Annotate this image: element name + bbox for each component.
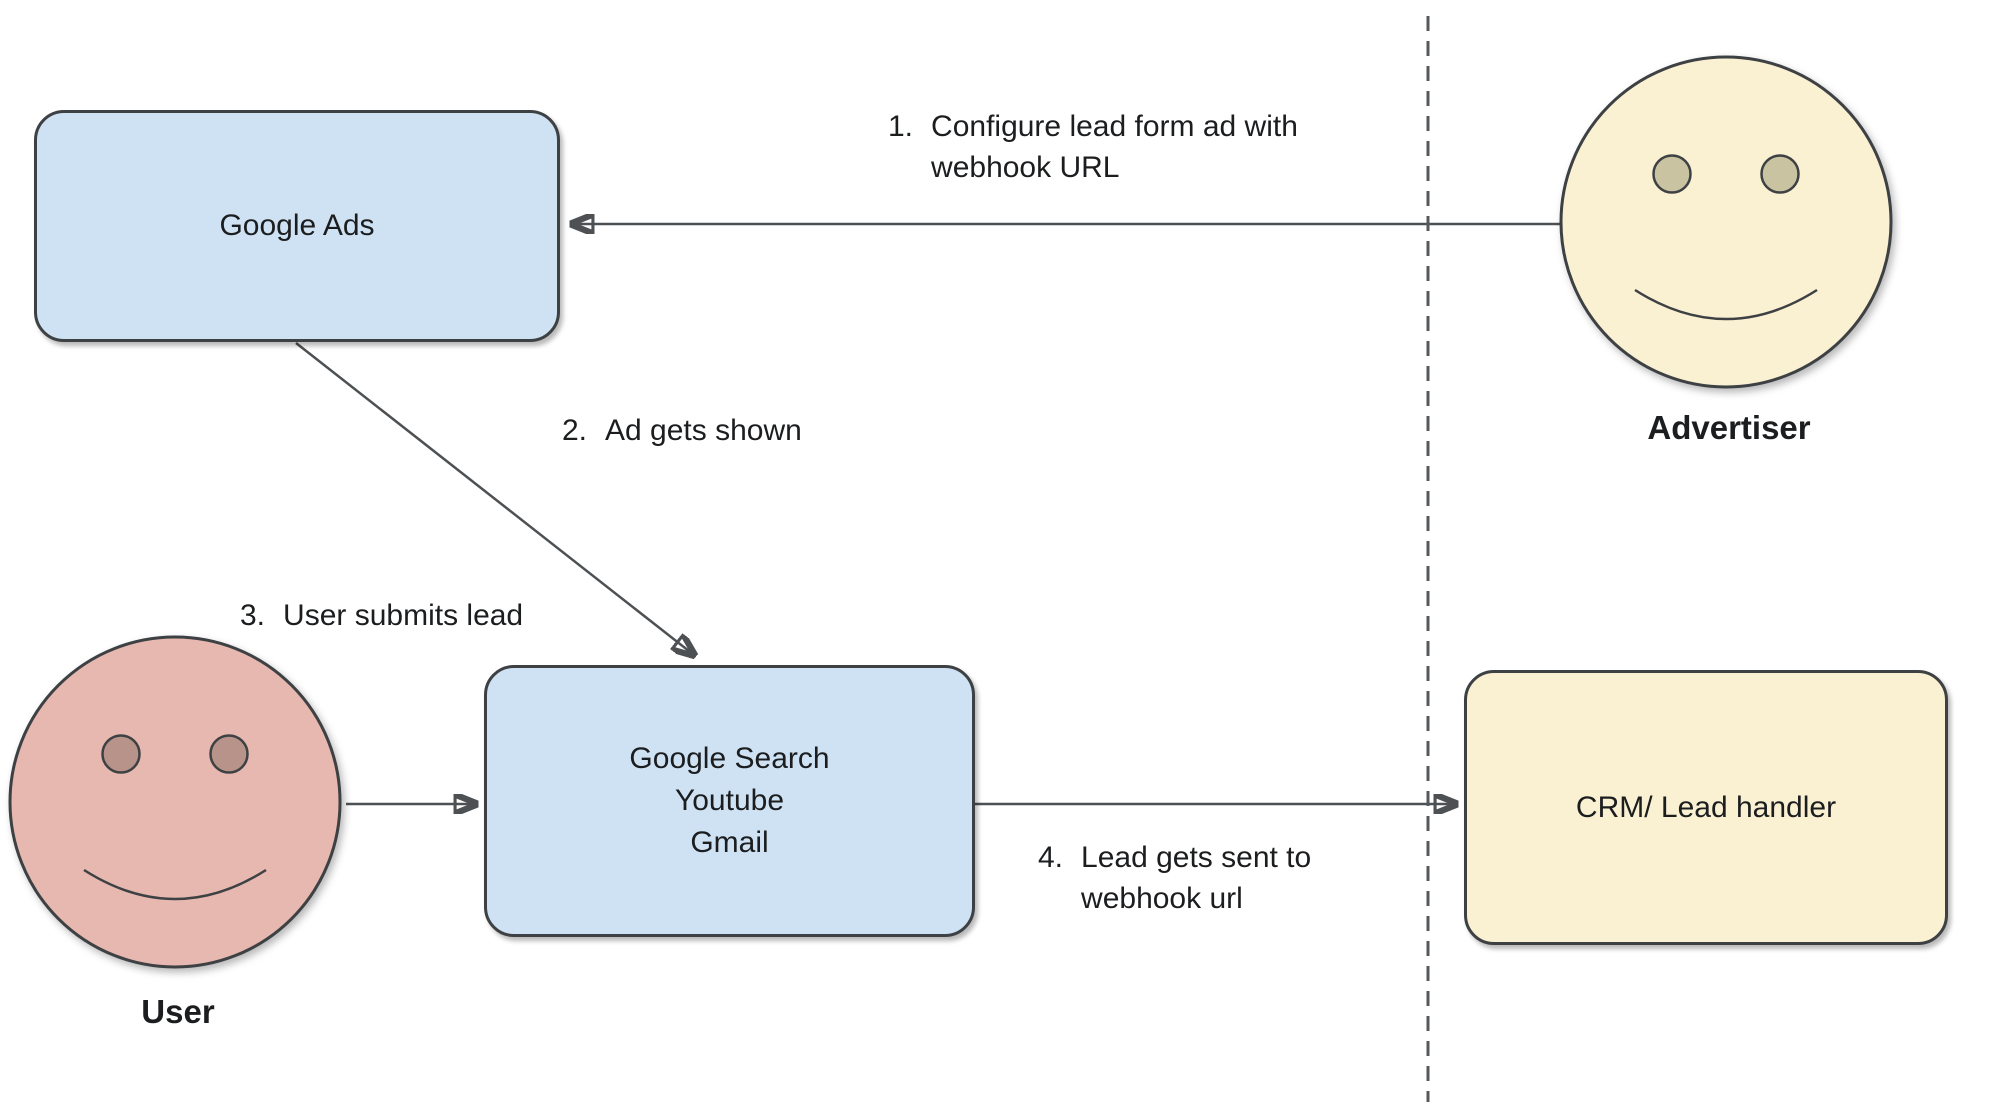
edge-1-label: 1. Configure lead form ad with webhook U… [888,106,1298,188]
node-google-surfaces-label: Google Search Youtube Gmail [629,738,829,864]
edge-4-line-1: Lead gets sent to [1081,841,1312,874]
user-smiley-face-icon [8,635,342,969]
edge-4-text: Lead gets sent to webhook url [1081,837,1311,919]
user-smile-icon [83,868,267,901]
node-google-surfaces: Google Search Youtube Gmail [484,665,975,937]
edge-1-number: 1. [888,110,914,143]
edge-4-number: 4. [1038,841,1064,874]
surfaces-line-1: Google Search [629,742,830,775]
edge-2-label: 2. Ad gets shown [562,410,802,451]
edge-3-number: 3. [240,599,266,632]
node-crm-lead-handler: CRM/ Lead handler [1464,670,1948,945]
surfaces-line-3: Gmail [690,826,769,859]
edge-4-label: 4. Lead gets sent to webhook url [1038,837,1311,919]
edge-1-text: Configure lead form ad with webhook URL [931,106,1298,188]
node-crm-label: CRM/ Lead handler [1575,790,1837,824]
advertiser-label: Advertiser [1647,409,1811,446]
edge-3-text: User submits lead [283,599,524,632]
user-label: User [141,993,215,1030]
edge-2-number: 2. [562,414,588,447]
advertiser-smile-icon [1634,288,1818,321]
advertiser-right-eye-icon [1760,154,1800,194]
user-left-eye-icon [101,734,141,774]
edge-4-line-2: webhook url [1081,882,1243,915]
edge-2-ad-shown-arrow [295,342,694,655]
edge-3-label: 3. User submits lead [240,595,523,636]
edge-1-line-1: Configure lead form ad with [931,110,1298,143]
advertiser-left-eye-icon [1652,154,1692,194]
edge-1-line-2: webhook URL [931,151,1120,184]
advertiser-face-circle [1559,55,1893,389]
user-face-circle [8,635,342,969]
node-google-ads: Google Ads [34,110,560,342]
advertiser-smiley-face-icon [1559,55,1893,389]
user-right-eye-icon [209,734,249,774]
edge-2-text: Ad gets shown [605,414,802,447]
node-google-ads-label: Google Ads [219,209,375,242]
surfaces-line-2: Youtube [674,784,784,817]
